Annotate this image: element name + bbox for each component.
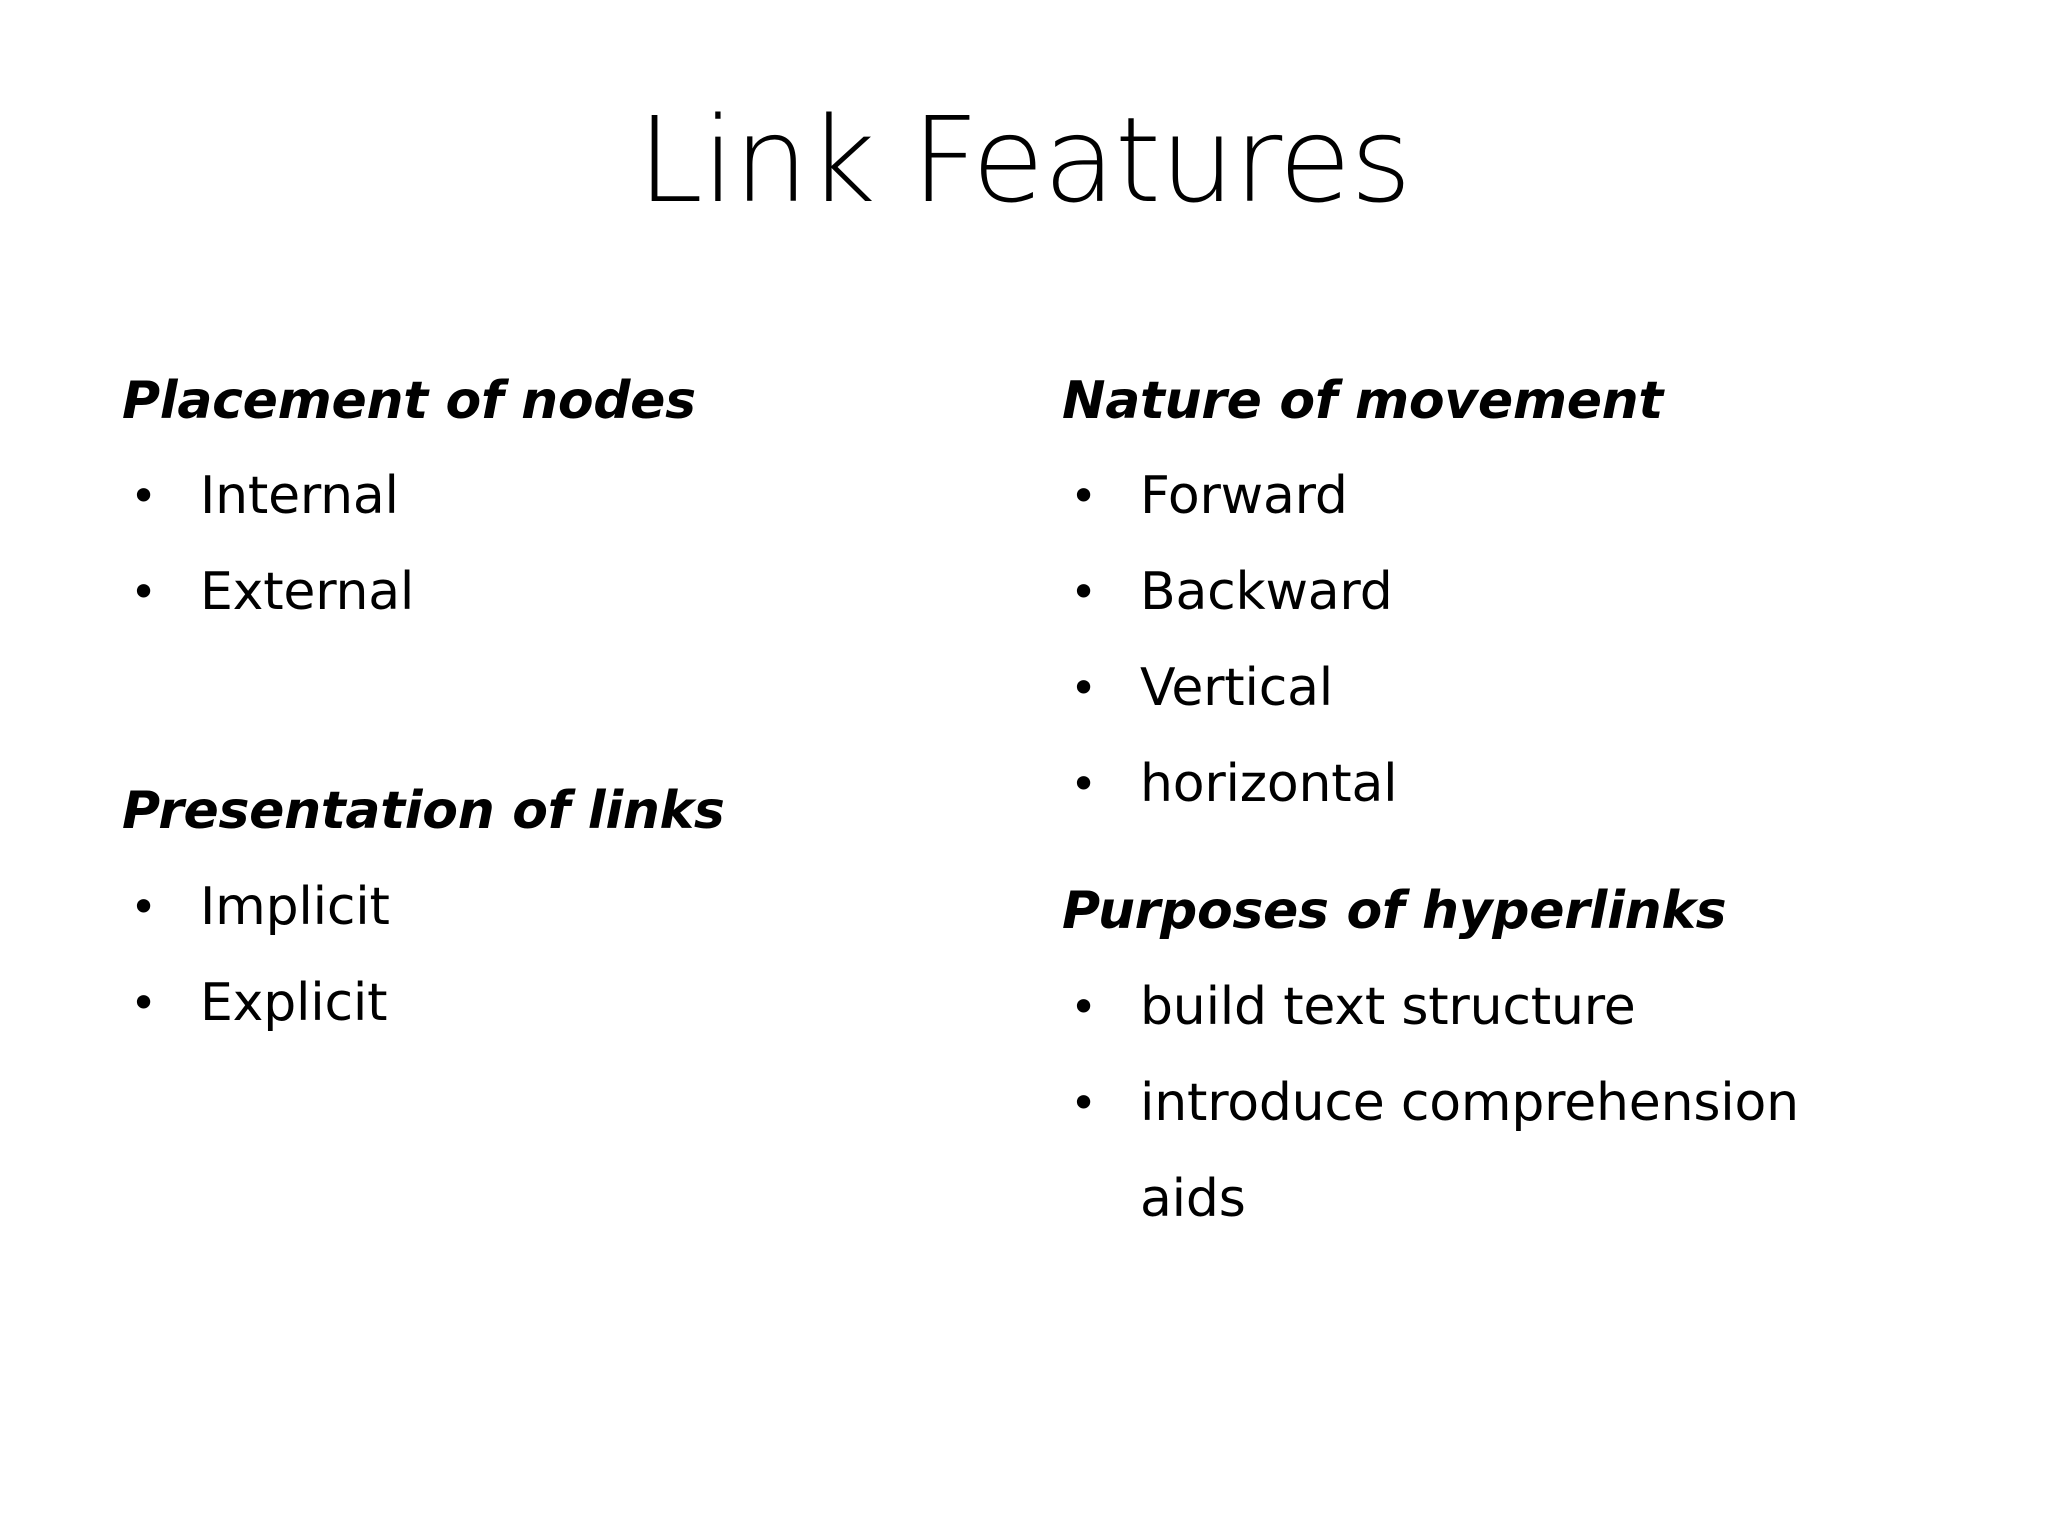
list-item-label: Internal	[200, 466, 399, 527]
bullet-list: • Implicit • Explicit	[120, 859, 980, 1051]
list-item-label: Forward	[1140, 466, 1348, 527]
bullet-list: • Internal • External	[120, 448, 980, 640]
bullet-icon: •	[130, 565, 157, 620]
list-item: • Backward	[1060, 544, 1920, 640]
group-heading: Presentation of links	[122, 781, 725, 842]
group-purposes-of-hyperlinks: Purposes of hyperlinks • build text stru…	[1060, 880, 1920, 1246]
list-item: • Implicit	[120, 859, 980, 955]
page-title: Link Features	[637, 91, 1412, 229]
group-presentation-of-links: Presentation of links • Implicit • Expli…	[120, 780, 980, 1050]
list-item: • Forward	[1060, 448, 1920, 544]
list-item-label: Vertical	[1140, 658, 1334, 719]
bullet-icon: •	[1070, 979, 1097, 1034]
list-item: • horizontal	[1060, 736, 1920, 832]
bullet-icon: •	[1070, 661, 1097, 716]
group-heading: Nature of movement	[1062, 371, 1663, 431]
list-item-label: Implicit	[200, 876, 390, 937]
bullet-icon: •	[1070, 1075, 1097, 1130]
bullet-icon: •	[1070, 469, 1097, 524]
list-item: • Internal	[120, 448, 980, 544]
group-placement-of-nodes: Placement of nodes • Internal • External	[120, 370, 980, 640]
list-item: • introduce comprehension aids	[1060, 1055, 1920, 1247]
bullet-icon: •	[130, 975, 157, 1030]
bullet-icon: •	[130, 879, 157, 934]
list-item: • External	[120, 544, 980, 640]
bullet-icon: •	[130, 469, 157, 524]
list-item-label: horizontal	[1140, 754, 1398, 815]
list-item: • Explicit	[120, 955, 980, 1051]
list-item-label: introduce comprehension aids	[1140, 1072, 1799, 1229]
bullet-list: • Forward • Backward • Vertical • horizo…	[1060, 448, 1920, 832]
list-item-label: build text structure	[1140, 976, 1636, 1037]
list-item-label: Explicit	[200, 972, 388, 1033]
bullet-icon: •	[1070, 757, 1097, 812]
list-item-label: Backward	[1140, 562, 1393, 623]
content-column-left: Placement of nodes • Internal • External…	[120, 370, 980, 1051]
group-heading: Purposes of hyperlinks	[1062, 881, 1727, 942]
list-item-label: External	[200, 562, 415, 623]
bullet-list: • build text structure • introduce compr…	[1060, 959, 1920, 1247]
list-item: • build text structure	[1060, 959, 1920, 1055]
list-item: • Vertical	[1060, 640, 1920, 736]
group-nature-of-movement: Nature of movement • Forward • Backward …	[1060, 370, 1920, 832]
group-heading: Placement of nodes	[122, 371, 696, 431]
content-column-right: Nature of movement • Forward • Backward …	[1060, 370, 1920, 1247]
bullet-icon: •	[1070, 565, 1097, 620]
